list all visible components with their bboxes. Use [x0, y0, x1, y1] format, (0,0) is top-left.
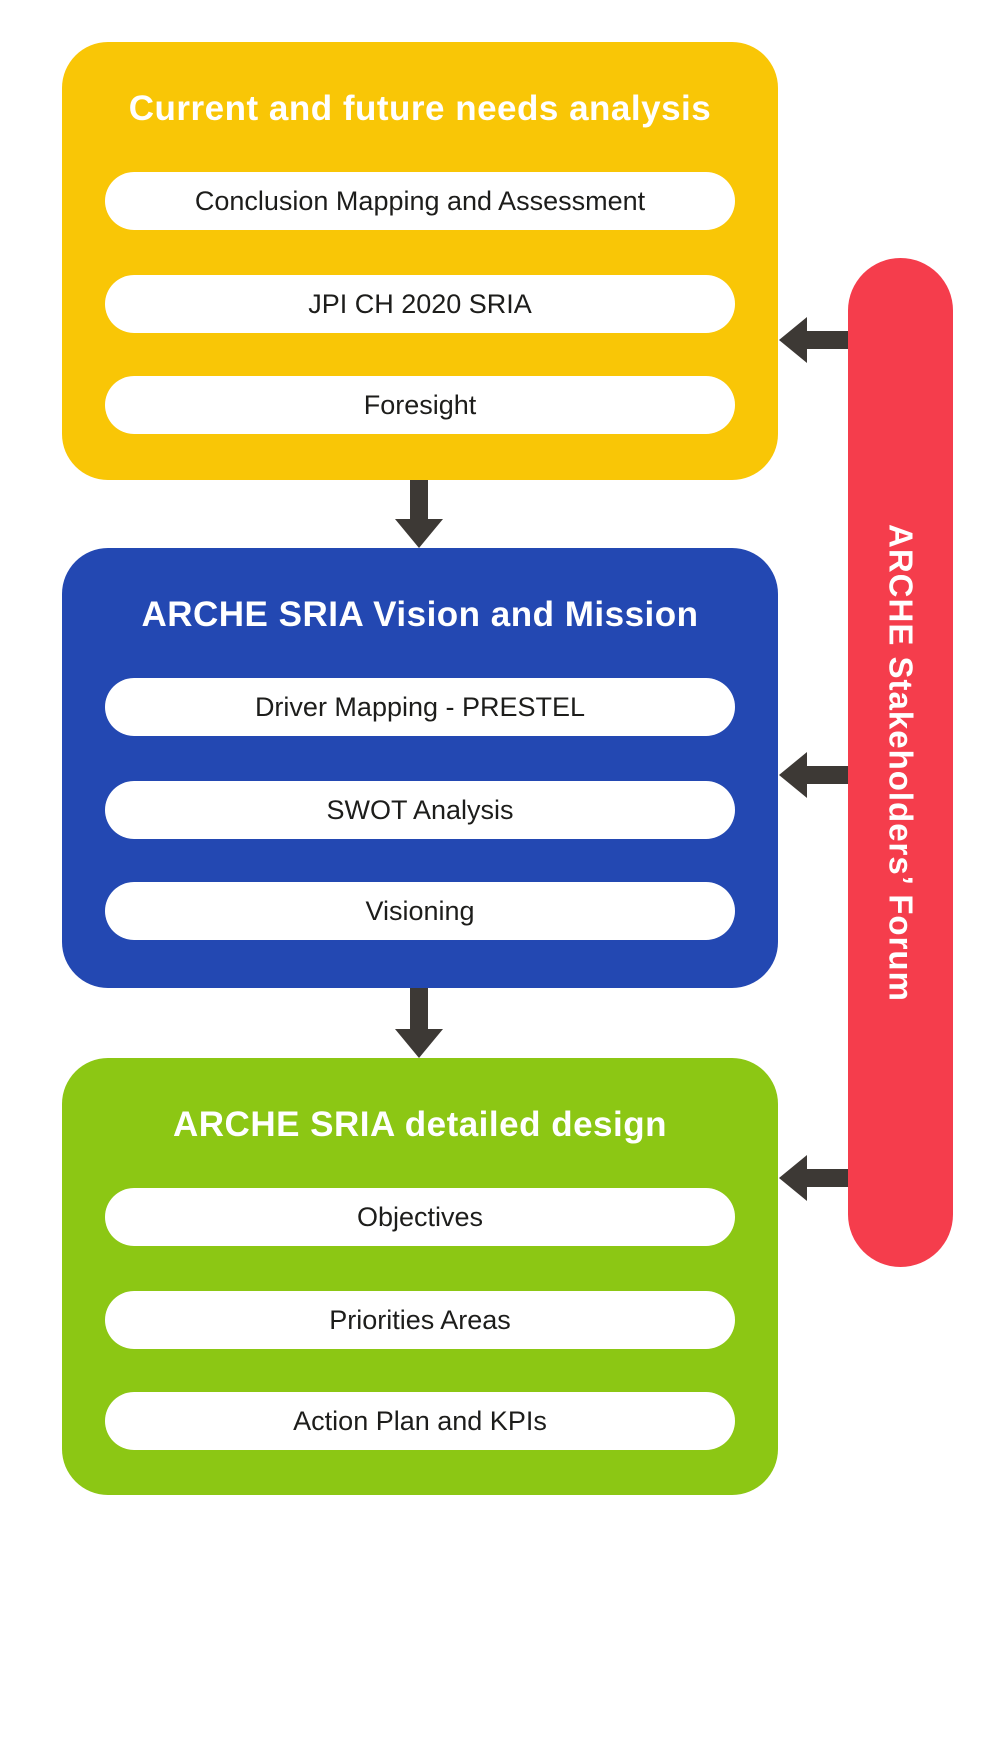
arrow-left-icon: [779, 317, 848, 363]
stage-item-pill: Action Plan and KPIs: [105, 1392, 735, 1450]
arrow-shaft: [807, 1169, 848, 1187]
arrow-left-icon: [779, 1155, 848, 1201]
arrow-shaft: [410, 480, 428, 519]
stage-item-pill: JPI CH 2020 SRIA: [105, 275, 735, 333]
stage-title: ARCHE SRIA detailed design: [173, 1105, 667, 1144]
arrow-head: [779, 752, 807, 798]
stage-item-pill: Visioning: [105, 882, 735, 940]
stage-item-pill: Driver Mapping - PRESTEL: [105, 678, 735, 736]
arrow-head: [395, 519, 443, 548]
arrow-down-icon: [395, 480, 443, 548]
arrow-head: [779, 317, 807, 363]
forum-bar: ARCHE Stakeholders’ Forum: [848, 258, 953, 1267]
arrow-head: [779, 1155, 807, 1201]
stage-item-pill: Priorities Areas: [105, 1291, 735, 1349]
arrow-head: [395, 1029, 443, 1058]
stage-box-vision-mission: ARCHE SRIA Vision and Mission Driver Map…: [62, 548, 778, 988]
stage-box-needs-analysis: Current and future needs analysis Conclu…: [62, 42, 778, 480]
stage-box-detailed-design: ARCHE SRIA detailed design Objectives Pr…: [62, 1058, 778, 1495]
arrow-shaft: [807, 331, 848, 349]
arrow-shaft: [410, 988, 428, 1029]
stage-item-pill: Foresight: [105, 376, 735, 434]
stage-item-pill: SWOT Analysis: [105, 781, 735, 839]
stage-title: ARCHE SRIA Vision and Mission: [141, 595, 699, 634]
forum-bar-label: ARCHE Stakeholders’ Forum: [882, 523, 920, 1002]
arrow-left-icon: [779, 752, 848, 798]
arrow-down-icon: [395, 988, 443, 1058]
arrow-shaft: [807, 766, 848, 784]
stage-item-pill: Conclusion Mapping and Assessment: [105, 172, 735, 230]
stage-item-pill: Objectives: [105, 1188, 735, 1246]
stage-title: Current and future needs analysis: [128, 89, 712, 128]
